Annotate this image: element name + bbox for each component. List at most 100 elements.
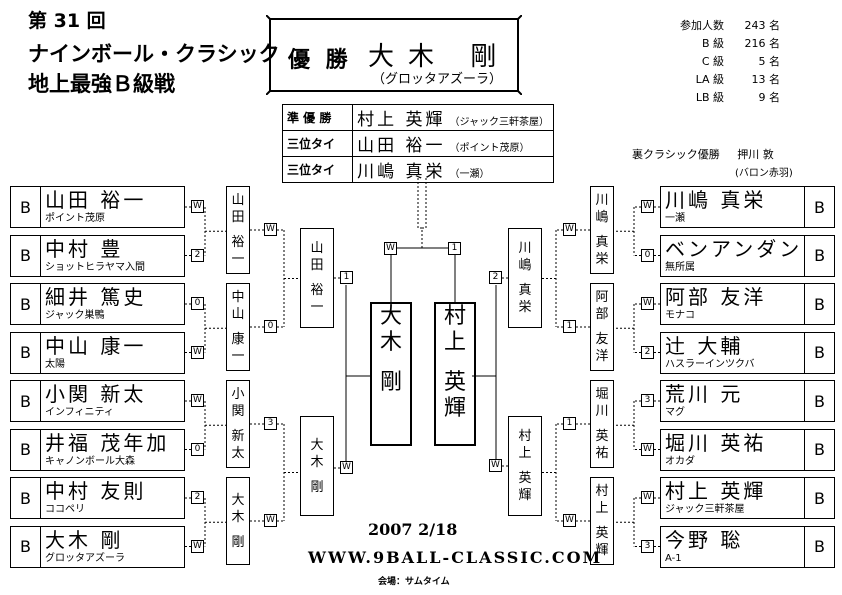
match-score: W xyxy=(641,200,654,213)
name-char: 輝 xyxy=(595,543,609,558)
player-name: 堀川 英祐 xyxy=(665,430,767,455)
result-name: 村上 英輝 xyxy=(357,110,446,130)
player-class: B xyxy=(11,332,41,373)
finalist-right: 村上英輝 xyxy=(434,302,476,446)
player-name: 井福 茂年加 xyxy=(45,430,170,455)
match-score: W xyxy=(191,394,204,407)
name-char: 田 xyxy=(310,258,324,273)
round2-player: 大木剛 xyxy=(226,477,250,565)
player-club: キャノンボール大森 xyxy=(45,455,135,467)
name-char: 一 xyxy=(231,349,245,364)
name-char: 裕 xyxy=(231,235,245,250)
result-label: 準 優 勝 xyxy=(281,104,354,131)
stat-value: 243 名 xyxy=(744,19,781,32)
name-char: 関 xyxy=(231,404,245,419)
player-name: 中村 豊 xyxy=(45,236,124,261)
name-char: 田 xyxy=(231,210,245,225)
match-score: 3 xyxy=(641,394,654,407)
semifinal-player: 川嶋真栄 xyxy=(508,228,542,328)
round2-player: 村上英輝 xyxy=(590,477,614,565)
player-club: ショットヒラヤマ入間 xyxy=(45,261,145,273)
semifinal-score: W xyxy=(489,459,502,472)
result-row: 三位タイ山田 裕一（ポイント茂原） xyxy=(281,130,554,157)
result-label: 三位タイ xyxy=(281,130,354,157)
name-char: 川 xyxy=(518,241,532,256)
winner-club: （グロッタアズーラ） xyxy=(372,72,503,87)
round2-player: 中山康一 xyxy=(226,283,250,371)
winner-frame xyxy=(266,15,522,95)
name-char: 大 xyxy=(379,304,402,329)
name-char: 輝 xyxy=(518,488,532,503)
result-name: 山田 裕一 xyxy=(357,136,446,156)
name-char: 英 xyxy=(443,370,466,395)
round2-player: 阿部友洋 xyxy=(590,283,614,371)
round2-score: 1 xyxy=(563,320,576,333)
name-char: 川 xyxy=(595,193,609,208)
semifinal-player: 大木剛 xyxy=(300,416,334,516)
ura-label: 裏クラシック優勝 xyxy=(632,148,720,161)
name-char: 一 xyxy=(310,300,324,315)
round2-score: W xyxy=(264,223,277,236)
stat-value: 216 名 xyxy=(744,37,781,50)
name-char: 上 xyxy=(518,446,532,461)
event-subtitle: 地上最強Ｂ級戦 xyxy=(28,72,175,96)
event-date: 2007 2/18 xyxy=(368,520,458,539)
name-char: 木 xyxy=(379,330,402,355)
player-class: B xyxy=(11,429,41,470)
name-char: 大 xyxy=(310,437,324,453)
event-edition: 第 31 回 xyxy=(28,10,106,32)
player-class: B xyxy=(11,235,41,276)
round2-score: 0 xyxy=(264,320,277,333)
ura-classic-winner: 裏クラシック優勝 押川 敦 xyxy=(632,146,774,162)
match-score: 0 xyxy=(641,248,654,262)
name-char: 中 xyxy=(231,290,245,305)
player-club: グロッタアズーラ xyxy=(45,552,125,564)
name-char: 山 xyxy=(310,241,324,256)
name-char: 太 xyxy=(231,446,245,461)
round2-score: W xyxy=(264,514,277,527)
name-char: 村 xyxy=(595,484,609,499)
result-club: （ジャック三軒茶屋） xyxy=(449,117,550,128)
name-char: 一 xyxy=(231,252,245,267)
semifinal-score: 2 xyxy=(489,271,502,284)
match-score: 2 xyxy=(191,491,204,504)
result-club: （ポイント茂原） xyxy=(449,143,530,154)
semifinal-score: 1 xyxy=(340,271,353,284)
stat-label: LA 級 xyxy=(695,73,724,86)
match-score: 0 xyxy=(191,442,204,456)
round2-player: 山田裕一 xyxy=(226,186,250,274)
name-char: 洋 xyxy=(595,349,609,364)
player-class: B xyxy=(11,284,41,324)
name-char: 裕 xyxy=(310,283,324,298)
player-club: マグ xyxy=(665,407,685,418)
ura-name: 押川 敦 xyxy=(737,148,774,161)
player-class: B xyxy=(804,429,834,470)
stat-label: 参加人数 xyxy=(680,19,724,32)
winner-name: 大木 剛 xyxy=(368,42,511,72)
stat-row: 参加人数 243 名 xyxy=(654,17,786,35)
round2-player: 堀川英祐 xyxy=(590,380,614,468)
name-char: 英 xyxy=(595,526,609,541)
results-table: 準 優 勝村上 英輝（ジャック三軒茶屋）三位タイ山田 裕一（ポイント茂原）三位タ… xyxy=(281,104,554,183)
result-cell: 川嶋 真栄（一瀬） xyxy=(352,156,554,183)
name-char: 堀 xyxy=(595,387,609,402)
player-club: 太陽 xyxy=(45,358,65,370)
name-char: 木 xyxy=(310,454,324,470)
name-char: 栄 xyxy=(595,252,609,267)
player-club: 無所属 xyxy=(665,261,695,273)
winner-label: 優 勝 xyxy=(288,48,352,73)
name-char: 真 xyxy=(595,235,609,250)
match-score: 3 xyxy=(641,539,654,553)
result-row: 準 優 勝村上 英輝（ジャック三軒茶屋） xyxy=(281,104,554,131)
name-char: 英 xyxy=(518,471,532,486)
name-char: 山 xyxy=(231,193,245,208)
